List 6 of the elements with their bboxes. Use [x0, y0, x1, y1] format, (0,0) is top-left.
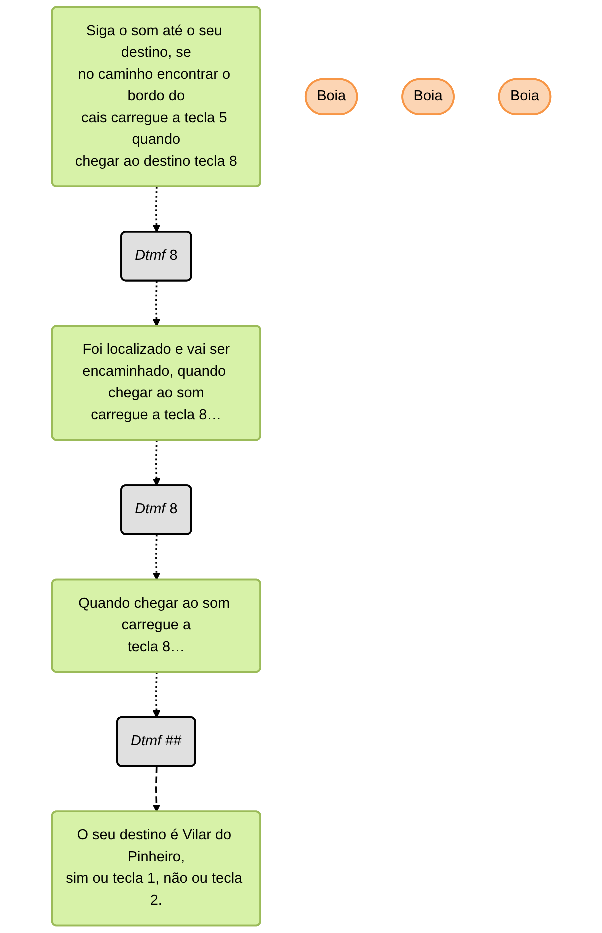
- arrow: [152, 187, 160, 233]
- arrow: [152, 766, 160, 812]
- arrow: [152, 672, 160, 718]
- arrow: [152, 534, 160, 581]
- arrow: [152, 281, 160, 327]
- arrow: [152, 440, 160, 486]
